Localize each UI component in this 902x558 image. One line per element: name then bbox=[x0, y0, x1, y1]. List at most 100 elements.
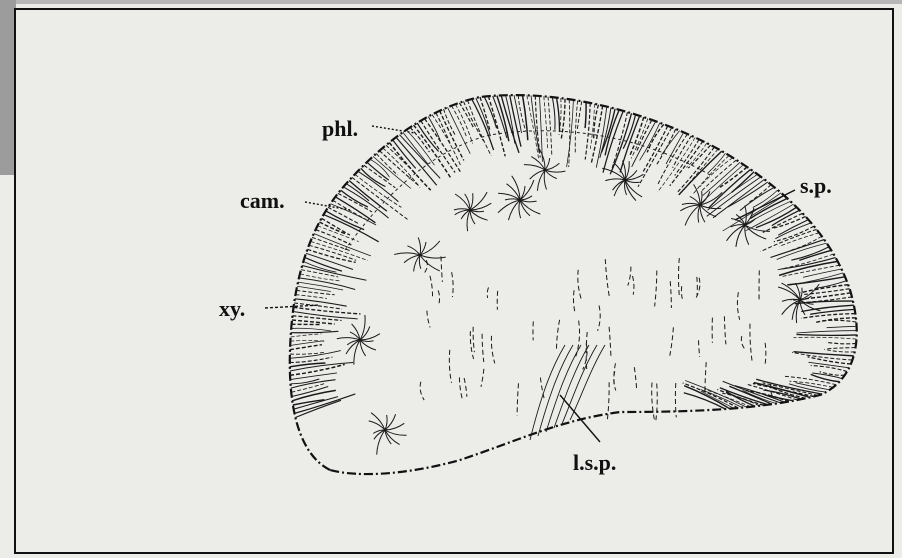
pith-stroke bbox=[633, 276, 634, 295]
star-ray bbox=[337, 338, 360, 340]
vascular-stroke bbox=[793, 337, 856, 339]
star-ray bbox=[745, 225, 770, 231]
vascular-stroke bbox=[796, 331, 856, 333]
pith-stroke bbox=[573, 290, 574, 312]
label-cam: cam. bbox=[240, 188, 285, 213]
pith-stroke bbox=[449, 350, 451, 383]
pith-stroke bbox=[750, 324, 752, 364]
star-ray bbox=[700, 192, 722, 205]
leader-lsp bbox=[560, 395, 600, 442]
star-ray bbox=[454, 209, 470, 210]
vascular-stroke bbox=[800, 285, 848, 293]
pith-stroke bbox=[628, 267, 631, 286]
pith-stroke bbox=[481, 369, 484, 387]
pith-stroke bbox=[452, 272, 454, 297]
pith-stroke bbox=[679, 258, 680, 297]
pith-stroke bbox=[652, 383, 655, 420]
vascular-texture bbox=[290, 95, 857, 417]
star-ray bbox=[605, 179, 625, 181]
star-ray bbox=[509, 200, 521, 220]
vascular-stroke bbox=[346, 184, 369, 201]
vascular-stroke bbox=[679, 151, 722, 195]
pith-stroke bbox=[765, 343, 766, 367]
vascular-stroke bbox=[772, 210, 800, 225]
vascular-stroke bbox=[827, 326, 857, 327]
label-xy: xy. bbox=[219, 296, 245, 321]
star-ray bbox=[419, 255, 420, 269]
vascular-stroke bbox=[610, 113, 631, 174]
vascular-stroke bbox=[803, 269, 841, 277]
vascular-stroke bbox=[464, 101, 484, 141]
pith-stroke bbox=[681, 286, 682, 299]
star-ray bbox=[470, 193, 473, 210]
label-lsp: l.s.p. bbox=[573, 450, 616, 475]
vascular-stroke bbox=[557, 98, 560, 132]
vascular-stroke bbox=[330, 204, 376, 225]
vascular-stroke bbox=[569, 99, 570, 167]
vascular-stroke bbox=[544, 96, 548, 148]
vascular-stroke bbox=[343, 187, 388, 218]
star-ray bbox=[346, 340, 360, 354]
vascular-stroke bbox=[826, 342, 856, 344]
star-ray bbox=[507, 184, 521, 200]
vascular-stroke bbox=[480, 97, 490, 130]
pith-strokes bbox=[420, 256, 773, 440]
vascular-stroke bbox=[658, 134, 688, 185]
pith-stroke bbox=[741, 336, 745, 350]
star-ray bbox=[727, 225, 746, 241]
vascular-stroke bbox=[523, 95, 528, 140]
vascular-stroke bbox=[561, 99, 565, 139]
vascular-stroke bbox=[293, 400, 325, 405]
vascular-stroke bbox=[792, 236, 822, 250]
vascular-stroke bbox=[824, 349, 855, 352]
vascular-stroke bbox=[300, 274, 340, 281]
vascular-stroke bbox=[410, 127, 429, 152]
star-ray bbox=[613, 162, 625, 180]
star-ray bbox=[418, 237, 420, 255]
secondary-phloem-stars bbox=[337, 148, 821, 454]
pith-stroke bbox=[487, 287, 488, 298]
pith-stroke bbox=[699, 340, 700, 357]
vascular-stroke bbox=[432, 115, 461, 167]
pith-stroke bbox=[605, 259, 609, 297]
pith-stroke bbox=[598, 306, 601, 331]
vascular-stroke bbox=[552, 97, 555, 130]
pith-stroke bbox=[459, 377, 462, 399]
vascular-stroke bbox=[291, 384, 324, 393]
star-ray bbox=[531, 157, 545, 170]
star-ray bbox=[394, 253, 420, 255]
star-ray bbox=[420, 255, 446, 258]
star-ray bbox=[544, 170, 546, 190]
vascular-stroke bbox=[779, 233, 819, 247]
vascular-stroke bbox=[316, 230, 352, 245]
pith-stroke bbox=[609, 327, 611, 359]
pith-stroke bbox=[607, 382, 609, 421]
vascular-stroke bbox=[396, 137, 437, 185]
pith-stroke bbox=[634, 367, 636, 389]
vascular-stroke bbox=[440, 111, 464, 161]
star-ray bbox=[530, 170, 545, 179]
vascular-stroke bbox=[656, 129, 675, 165]
pith-stroke bbox=[614, 371, 616, 390]
pith-stroke bbox=[724, 316, 726, 344]
star-ray bbox=[545, 170, 565, 172]
star-ray bbox=[455, 210, 470, 215]
pith-stroke bbox=[430, 276, 433, 297]
vascular-stroke bbox=[296, 295, 327, 299]
pith-curve bbox=[562, 345, 597, 424]
pith-stroke bbox=[655, 271, 657, 307]
vascular-stroke bbox=[361, 168, 386, 186]
vascular-stroke bbox=[291, 328, 331, 331]
vascular-stroke bbox=[701, 390, 743, 408]
vascular-stroke bbox=[290, 345, 322, 350]
vascular-stroke bbox=[687, 143, 707, 168]
label-sp: s.p. bbox=[800, 173, 832, 198]
vascular-stroke bbox=[291, 334, 322, 337]
vascular-stroke bbox=[605, 110, 619, 156]
star-ray bbox=[736, 225, 745, 247]
pith-stroke bbox=[420, 382, 424, 400]
vascular-stroke bbox=[531, 96, 539, 153]
star-ray bbox=[467, 210, 470, 231]
star-ray bbox=[374, 430, 385, 439]
